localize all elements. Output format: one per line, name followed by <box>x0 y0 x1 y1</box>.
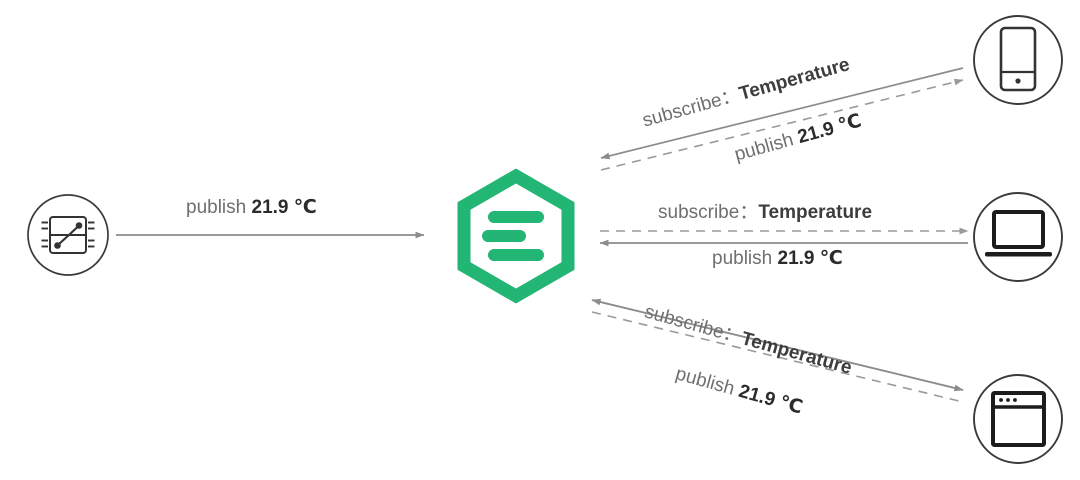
label-topic: Temperature <box>758 202 873 223</box>
chip-sensor-icon <box>41 216 95 254</box>
subscriber-node-browser[interactable] <box>973 374 1063 464</box>
flow-row-browser <box>591 298 964 403</box>
arrow-subscribe-phone <box>600 78 964 171</box>
subscriber-node-laptop[interactable] <box>973 192 1063 282</box>
flow-row-phone <box>600 67 964 171</box>
subscriber-node-phone[interactable] <box>973 15 1063 105</box>
label-publish-value: 21.9 ℃ <box>777 248 843 269</box>
arrow-publish-phone <box>600 67 964 160</box>
sensor-device-node[interactable] <box>27 194 109 276</box>
label-publish-verb: publish <box>712 248 773 269</box>
label-publish-main: publish 21.9 ℃ <box>186 198 317 217</box>
label-publish-laptop: publish 21.9 ℃ <box>712 249 843 268</box>
label-subscribe-laptop: subscribe：Temperature <box>658 203 872 222</box>
browser-window-icon <box>991 391 1046 447</box>
mqtt-broker-node[interactable] <box>457 168 575 304</box>
laptop-icon <box>985 210 1052 257</box>
smartphone-icon <box>999 26 1037 92</box>
arrow-publish-browser-out <box>591 299 964 392</box>
flow-row-laptop <box>599 227 969 247</box>
label-publish-verb: publish <box>186 197 247 218</box>
emqx-hexagon-logo <box>457 168 575 304</box>
label-subscribe-text: subscribe： <box>658 202 759 223</box>
label-publish-value: 21.9 ℃ <box>251 197 317 218</box>
